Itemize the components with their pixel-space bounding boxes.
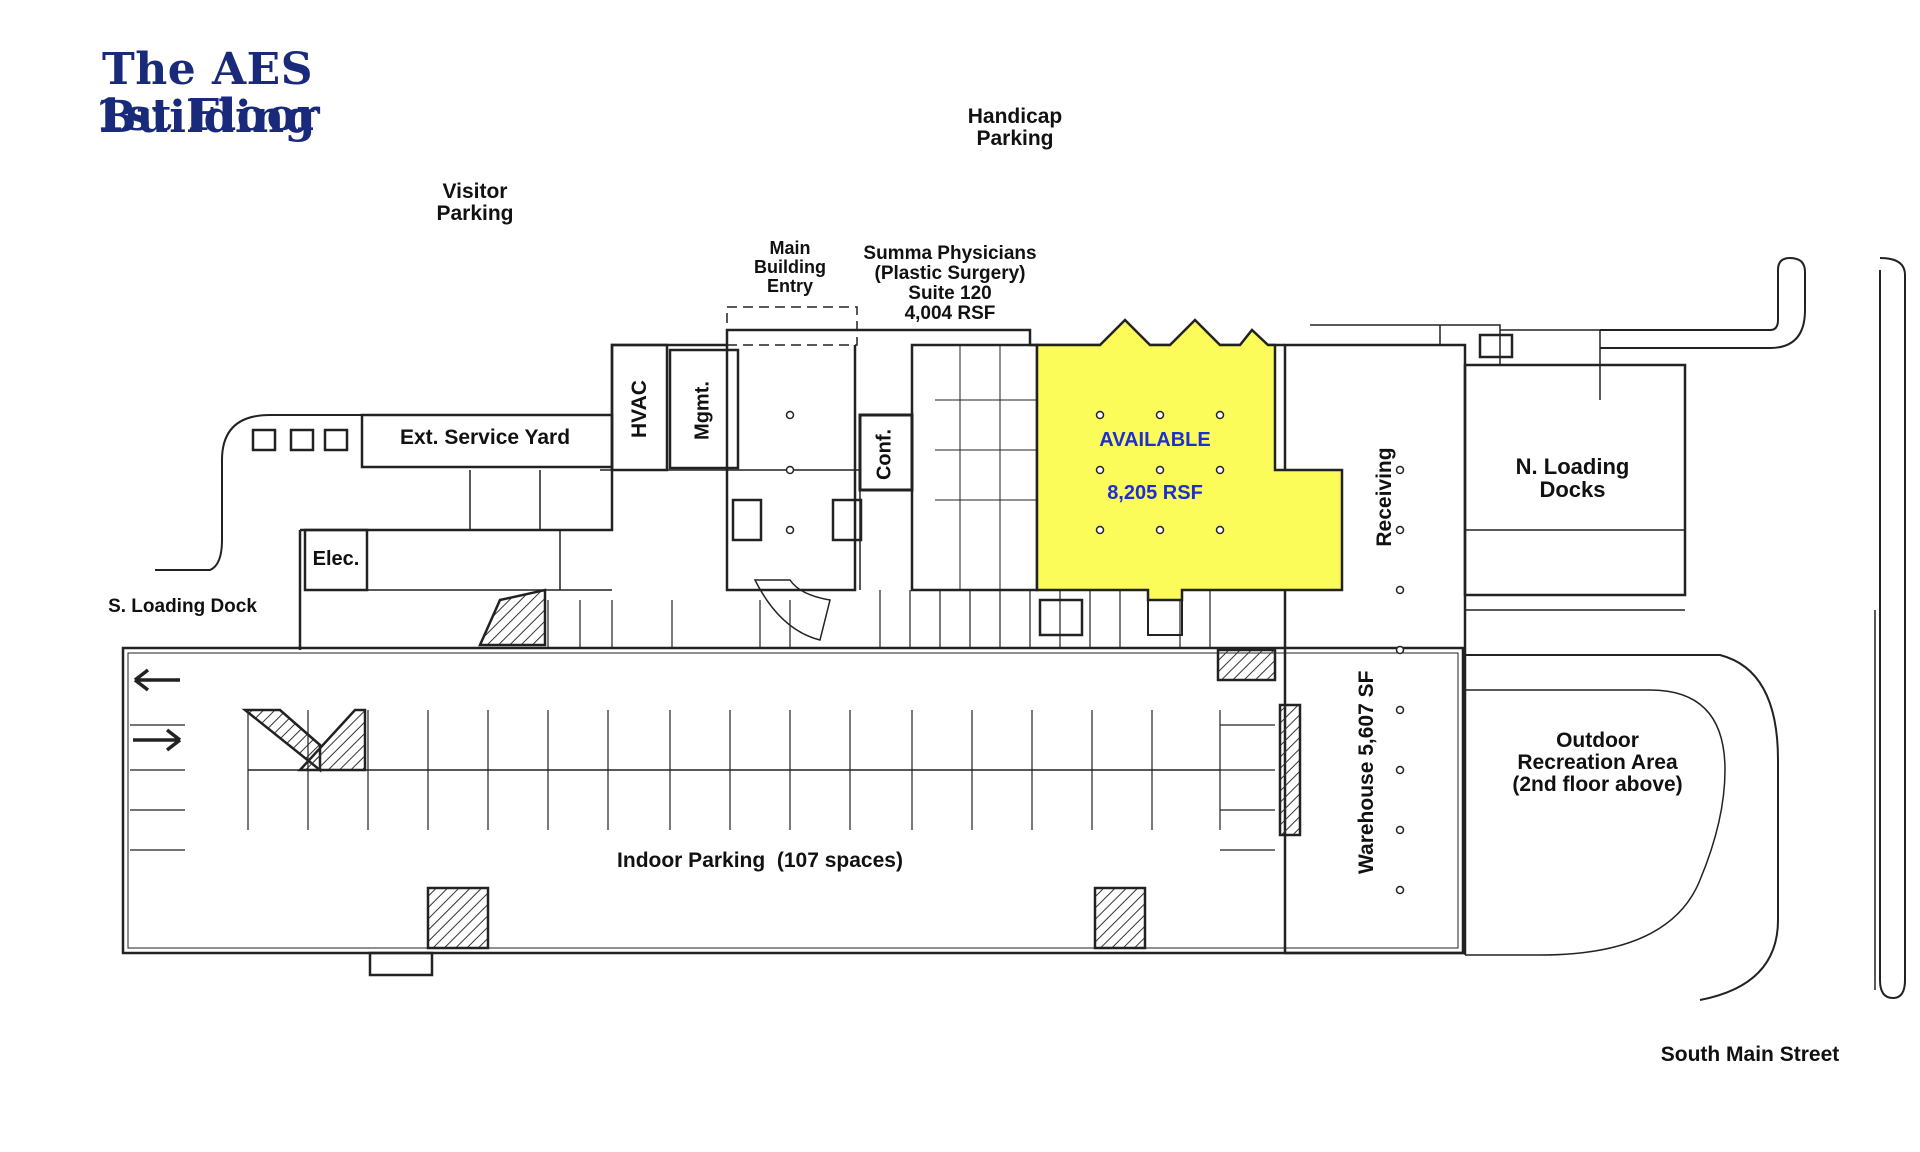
summa-suite-label: Summa Physicians (Plastic Surgery) Suite…: [863, 243, 1037, 324]
summa-suite-outline: [910, 343, 1039, 592]
warehouse-label: Warehouse 5,607 SF: [1354, 670, 1378, 875]
outdoor-recreation-label: Outdoor Recreation Area (2nd floor above…: [1512, 729, 1683, 797]
exit-arrow: [133, 668, 180, 692]
indoor-parking-label: Indoor Parking (107 spaces): [617, 849, 903, 872]
parking-inner-outline: [127, 652, 1459, 949]
parking-garage-outline: [121, 646, 1465, 955]
receiving-label: Receiving: [1372, 447, 1396, 547]
n-loading-docks-outline: [1463, 363, 1687, 597]
visitor-parking-label: Visitor Parking: [436, 180, 514, 226]
driveway-curve: [155, 414, 362, 571]
mgmt-room: [668, 348, 740, 470]
mgmt-label: Mgmt.: [691, 381, 714, 440]
entry-canopy: [726, 306, 858, 346]
elec-room: [303, 528, 369, 592]
page-title-line2: 1st Floor: [94, 90, 321, 141]
s-loading-dock-label: S. Loading Dock: [108, 596, 257, 617]
conf-label: Conf.: [873, 428, 896, 481]
handicap-parking-label: Handicap Parking: [967, 105, 1063, 151]
n-loading-docks-label: N. Loading Docks: [1515, 454, 1630, 503]
south-main-street-road: [1879, 257, 1906, 1000]
available-area-label: 8,205 RSF: [1107, 482, 1203, 504]
ext-service-yard-label: Ext. Service Yard: [399, 426, 571, 449]
warehouse-outline: [1283, 343, 1467, 955]
entry-arrow: [133, 728, 182, 752]
available-label: AVAILABLE: [1099, 429, 1211, 451]
main-entry-label: Main Building Entry: [754, 238, 826, 296]
hvac-label: HVAC: [627, 380, 651, 439]
outdoor-rec-outline: [1465, 654, 1779, 1001]
available-space: [1035, 318, 1344, 602]
north-road: [1600, 256, 1806, 349]
south-main-street-label: South Main Street: [1660, 1043, 1840, 1066]
recreation-area-boundary: [1464, 650, 1726, 956]
page-title-line1: The AES Building: [99, 44, 316, 143]
elec-label: Elec.: [312, 548, 360, 570]
